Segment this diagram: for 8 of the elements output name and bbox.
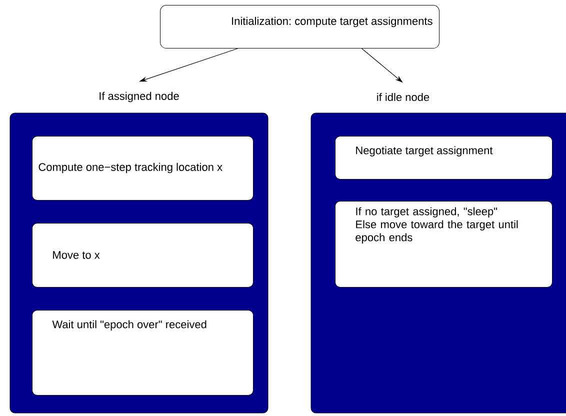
- node-label: If assigned node: [100, 92, 179, 102]
- process-box: Move to x: [32, 223, 254, 288]
- process-box: Wait until "epoch over" received: [32, 310, 254, 396]
- process-box: Negotiate target assignment: [335, 136, 552, 180]
- process-box: Initialization: compute target assignments: [160, 5, 440, 48]
- node-label: if idle node: [377, 92, 430, 102]
- process-box: If no target assigned, "sleep" Else move toward the target until epoch ends: [335, 201, 552, 288]
- process-box: Compute one−step tracking location x: [32, 136, 254, 200]
